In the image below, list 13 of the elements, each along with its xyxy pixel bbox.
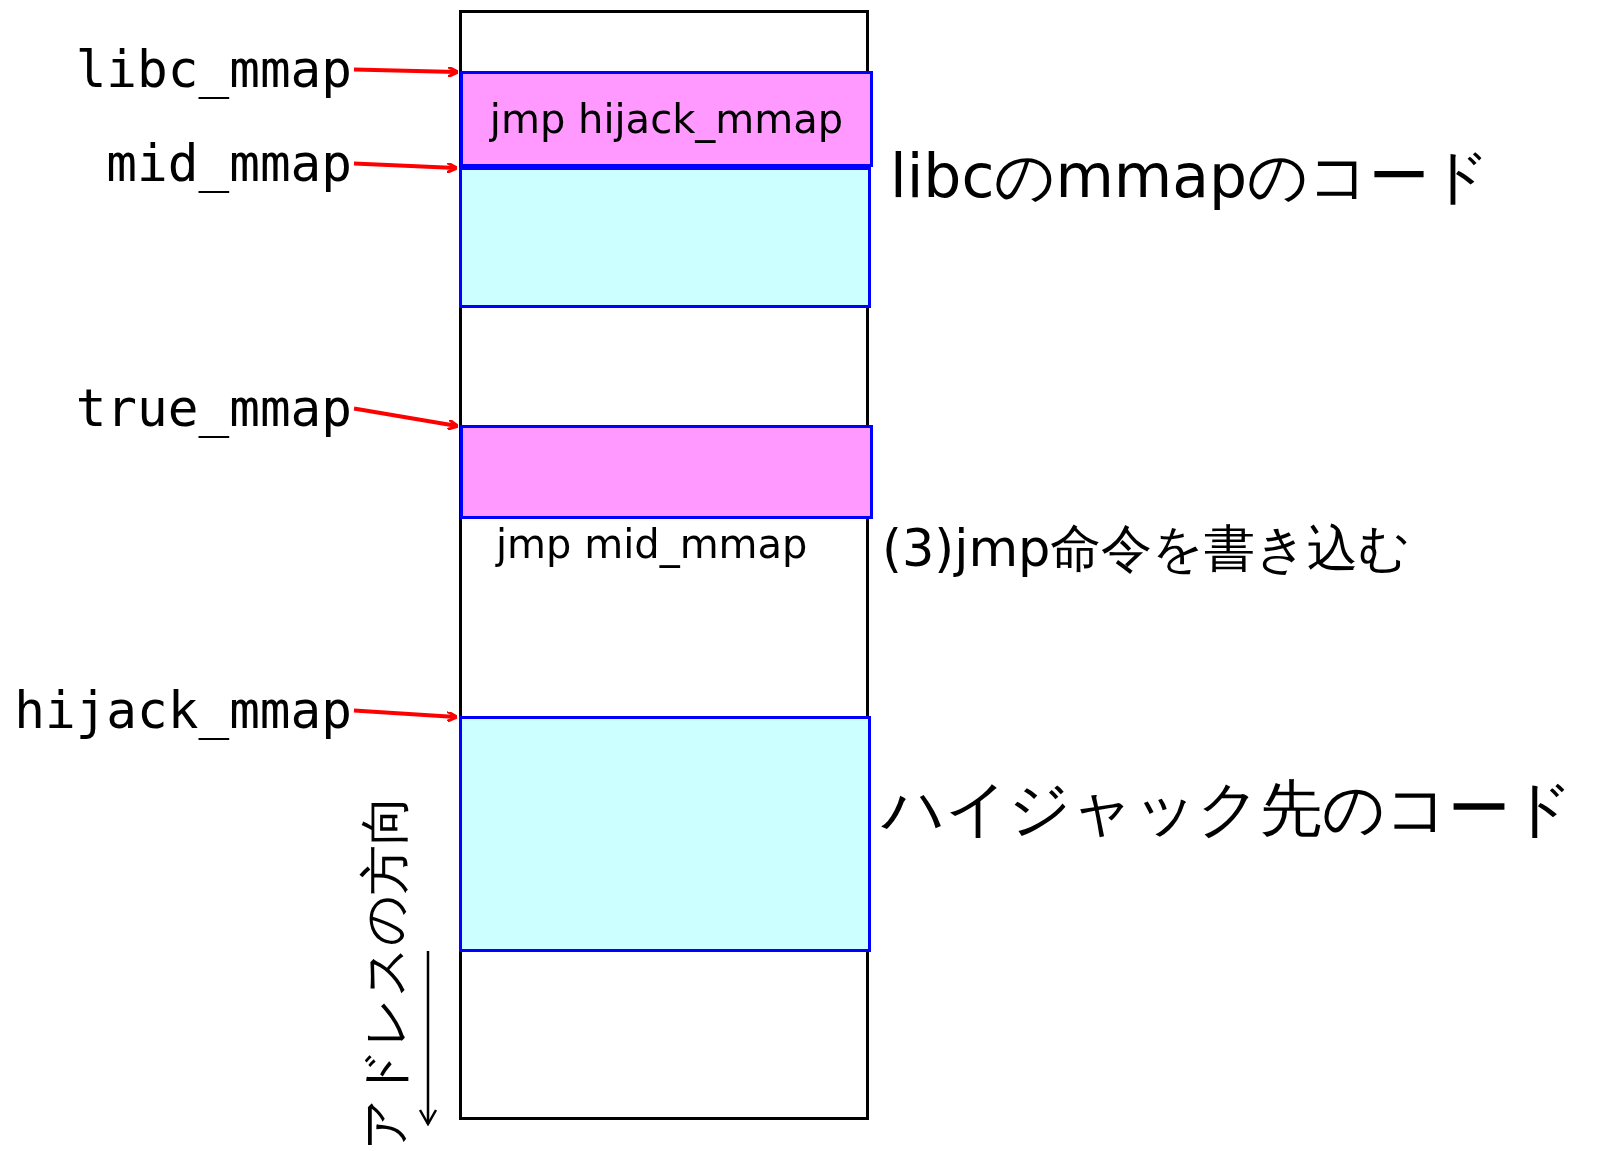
code-block bbox=[460, 425, 873, 519]
arrow bbox=[353, 161, 459, 175]
arrow bbox=[353, 708, 459, 723]
arrow bbox=[353, 406, 460, 431]
region-label: ハイジャック先のコード bbox=[882, 772, 1573, 847]
code-block bbox=[459, 167, 871, 308]
axis-label: アドレスの方向 bbox=[360, 795, 410, 1150]
code-block bbox=[459, 716, 871, 952]
code-block: jmp hijack_mmap bbox=[460, 71, 873, 167]
region-label: libcのmmapのコード bbox=[890, 140, 1491, 212]
step-label: (3)jmp命令を書き込む bbox=[882, 518, 1411, 580]
arrow bbox=[353, 65, 460, 79]
instruction-label: jmp mid_mmap bbox=[496, 520, 808, 568]
